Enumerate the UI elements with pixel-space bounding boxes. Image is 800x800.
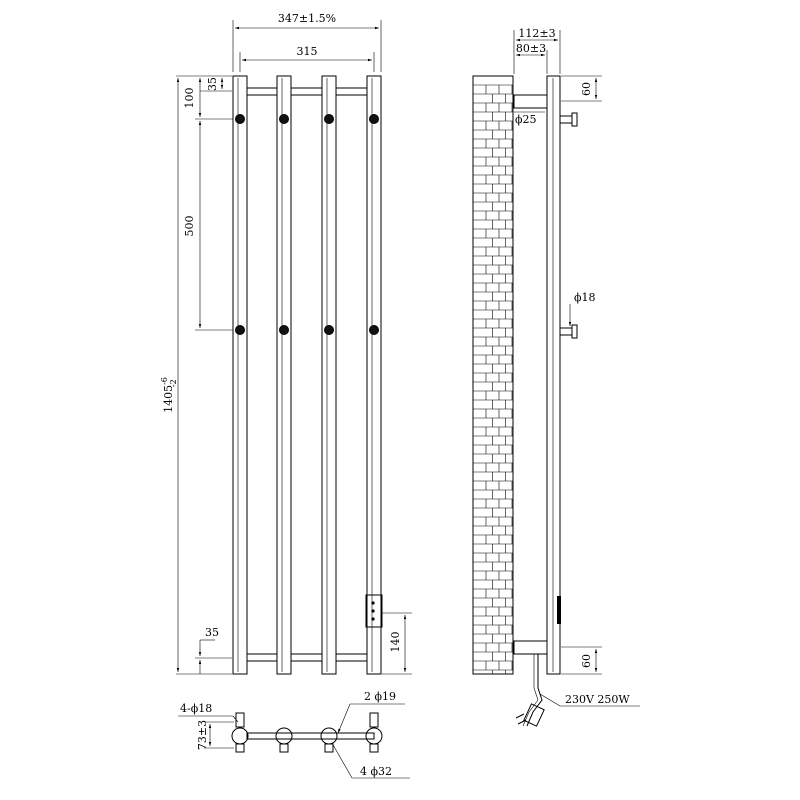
dim-mount-spacing: 500 xyxy=(183,216,196,237)
control-box xyxy=(365,594,383,628)
plan-view: 4-ϕ18 2 ϕ19 73±3 4 ϕ32 xyxy=(178,690,410,779)
mid-bracket xyxy=(559,324,578,339)
dim-columns: 4 ϕ32 xyxy=(360,765,392,778)
dim-top-offset: 35 xyxy=(206,77,219,91)
tube-2 xyxy=(276,75,292,675)
front-dimensions: 347±1.5% 315 35 100 500 xyxy=(160,12,412,675)
dim-wall-depth: 80±3 xyxy=(516,42,546,55)
brick-wall xyxy=(472,75,514,675)
dim-bar-span: 315 xyxy=(297,45,318,58)
plan-column-4 xyxy=(365,712,383,753)
plan-column-2 xyxy=(275,727,293,753)
side-dimensions: 112±3 80±3 60 ϕ25 ϕ18 60 230V 25 xyxy=(513,27,640,707)
heating-element xyxy=(557,596,561,624)
dim-tube-dia: ϕ25 xyxy=(515,113,537,126)
top-standoff xyxy=(513,94,548,109)
front-rails xyxy=(246,87,368,662)
tube-1 xyxy=(232,75,248,675)
top-bracket xyxy=(559,112,578,127)
plan-dimensions: 4-ϕ18 2 ϕ19 73±3 4 ϕ32 xyxy=(178,690,410,779)
bottom-standoff xyxy=(513,640,548,655)
dim-bracket-dia: ϕ18 xyxy=(574,291,596,304)
front-view: 347±1.5% 315 35 100 500 xyxy=(160,12,412,675)
tube-3 xyxy=(321,75,337,675)
plan-rail xyxy=(246,732,375,740)
plan-column-1 xyxy=(231,712,249,753)
dim-rails: 2 ϕ19 xyxy=(364,690,396,703)
plan-column-3 xyxy=(320,727,338,753)
side-tube xyxy=(546,75,561,675)
dim-bottom-offset: 35 xyxy=(205,626,219,639)
dim-overall-width: 347±1.5% xyxy=(278,12,336,25)
tube-4 xyxy=(366,75,382,675)
dim-plan-depth: 73±3 xyxy=(196,720,209,750)
power-cable xyxy=(526,654,543,727)
dim-overall-height: 1405-6-2 xyxy=(160,377,178,413)
front-tubes xyxy=(232,75,382,675)
dim-bottom-clearance: 60 xyxy=(580,654,593,668)
dim-total-depth: 112±3 xyxy=(518,27,555,40)
dim-control-height: 140 xyxy=(389,632,402,653)
power-plug xyxy=(515,703,545,727)
power-spec: 230V 250W xyxy=(565,693,630,706)
dim-first-mount: 100 xyxy=(183,88,196,109)
mount-bolts xyxy=(235,114,379,335)
dim-top-clearance: 60 xyxy=(580,82,593,96)
dim-legs: 4-ϕ18 xyxy=(180,702,212,715)
side-view: 112±3 80±3 60 ϕ25 ϕ18 60 230V 25 xyxy=(472,27,640,727)
